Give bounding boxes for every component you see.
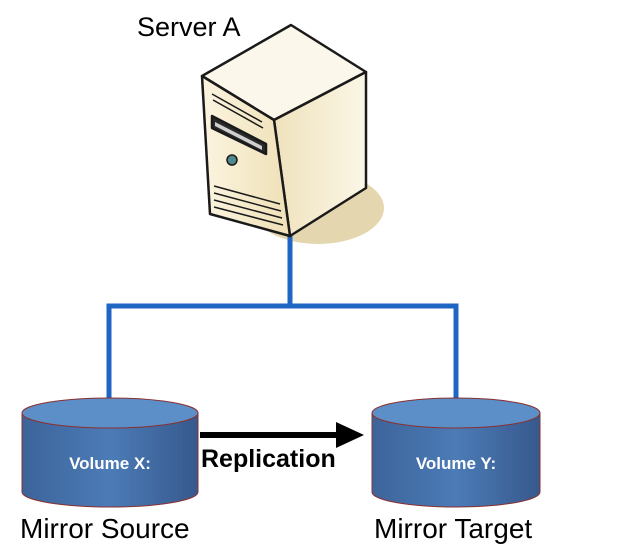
- disk-cylinder-icon: [371, 397, 541, 508]
- volume-x-top: [21, 397, 199, 429]
- volume-y-top: [371, 397, 541, 429]
- volume-y-body: [371, 412, 541, 508]
- volume-x-label: Volume X:: [69, 454, 151, 473]
- server-power-button: [226, 154, 238, 166]
- server-title: Server A: [137, 12, 241, 42]
- volume-y-label: Volume Y:: [415, 454, 497, 473]
- tower-server-icon: [200, 23, 368, 238]
- volume-x-body: [21, 412, 199, 508]
- server-top-vents: [211, 93, 264, 129]
- disk-cylinder-icon: [21, 397, 199, 508]
- mirror-target-caption: Mirror Target: [374, 513, 533, 544]
- mirror-source-caption: Mirror Source: [20, 513, 190, 544]
- network-connector: [106, 229, 459, 405]
- server-bottom-vents: [213, 185, 284, 226]
- arrow-right-icon: [200, 422, 364, 448]
- server-drive-slot: [215, 122, 262, 150]
- replication-label: Replication: [201, 445, 336, 473]
